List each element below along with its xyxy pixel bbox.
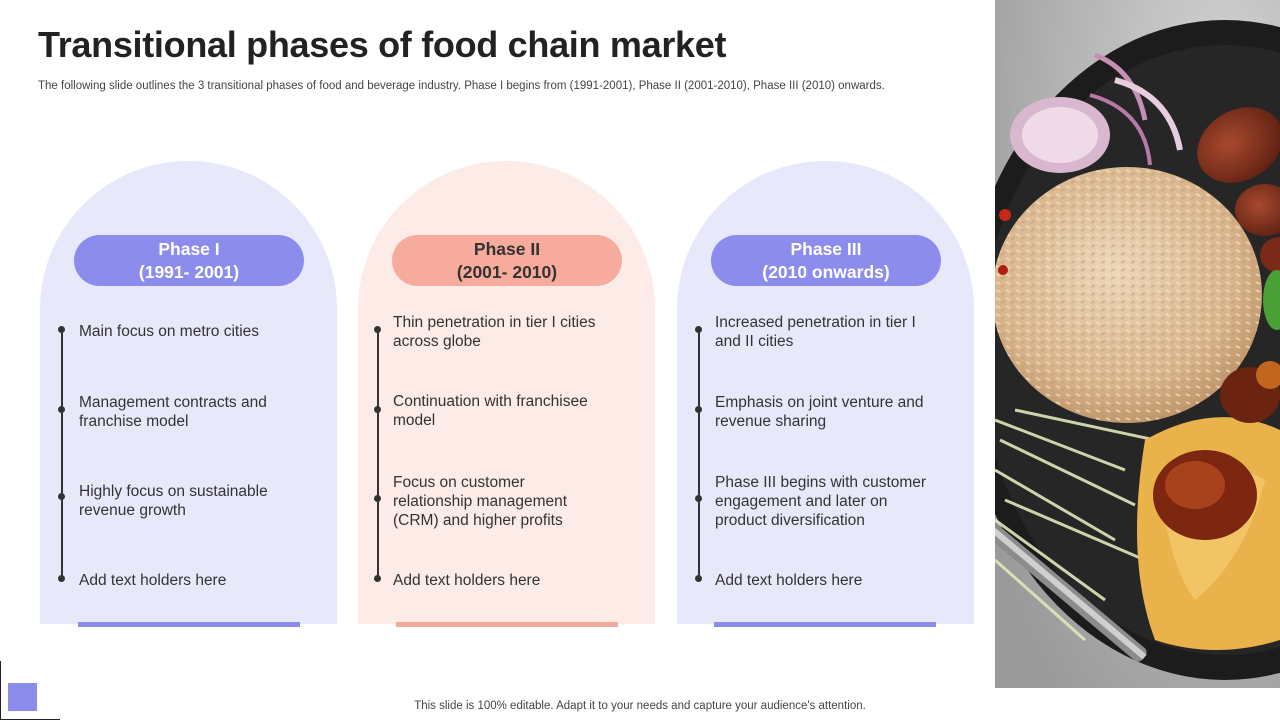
phase-1-pill: Phase I (1991- 2001) <box>74 235 304 286</box>
phase-card-1: Phase I (1991- 2001) Main focus on metro… <box>40 161 337 624</box>
phase-3-bottom-bar <box>714 622 936 627</box>
phase-3-pill: Phase III (2010 onwards) <box>711 235 941 286</box>
timeline-dot <box>58 575 65 582</box>
phase-2-timeline <box>377 329 379 579</box>
phase-1-item-2: Management contracts and franchise model <box>79 394 267 430</box>
slide-title: Transitional phases of food chain market <box>38 24 727 65</box>
phase-2-item-2: Continuation with franchisee model <box>393 393 588 429</box>
phase-3-timeline <box>698 329 700 579</box>
timeline-dot <box>695 326 702 333</box>
corner-accent-square <box>8 683 37 711</box>
phase-2-item-3: Focus on customer relationship managemen… <box>393 474 568 529</box>
timeline-dot <box>58 493 65 500</box>
phase-1-name: Phase I <box>158 238 220 259</box>
phase-2-period: (2001- 2010) <box>456 261 558 282</box>
phase-2-item-1: Thin penetration in tier I cities across… <box>393 314 596 350</box>
phase-1-item-4: Add text holders here <box>79 572 227 589</box>
timeline-dot <box>58 406 65 413</box>
phase-3-item-3: Phase III begins with customer engagemen… <box>715 474 927 529</box>
phase-3-item-1: Increased penetration in tier I and II c… <box>715 314 916 350</box>
phase-1-period: (1991- 2001) <box>138 261 240 282</box>
phase-3-period: (2010 onwards) <box>762 261 890 282</box>
timeline-dot <box>695 575 702 582</box>
phase-3-item-2: Emphasis on joint venture and revenue sh… <box>715 394 924 430</box>
phase-card-3: Phase III (2010 onwards) Increased penet… <box>677 161 974 624</box>
phase-2-bottom-bar <box>396 622 618 627</box>
phase-3-name: Phase III <box>790 238 862 259</box>
slide-subtitle: The following slide outlines the 3 trans… <box>38 80 885 92</box>
timeline-dot <box>374 326 381 333</box>
food-plate-photo <box>995 0 1280 688</box>
timeline-dot <box>58 326 65 333</box>
phase-card-2: Phase II (2001- 2010) Thin penetration i… <box>358 161 655 624</box>
timeline-dot <box>374 495 381 502</box>
phase-1-bottom-bar <box>78 622 300 627</box>
timeline-dot <box>374 406 381 413</box>
timeline-dot <box>374 575 381 582</box>
phase-2-name: Phase II <box>473 238 541 259</box>
phase-2-pill: Phase II (2001- 2010) <box>392 235 622 286</box>
timeline-dot <box>695 406 702 413</box>
phase-1-item-1: Main focus on metro cities <box>79 323 260 340</box>
timeline-dot <box>695 495 702 502</box>
phase-1-timeline <box>61 329 63 579</box>
phase-3-item-4: Add text holders here <box>715 572 863 589</box>
phase-1-item-3: Highly focus on sustainable revenue grow… <box>79 483 268 519</box>
footer-note: This slide is 100% editable. Adapt it to… <box>414 700 866 712</box>
phase-2-item-4: Add text holders here <box>393 572 541 589</box>
